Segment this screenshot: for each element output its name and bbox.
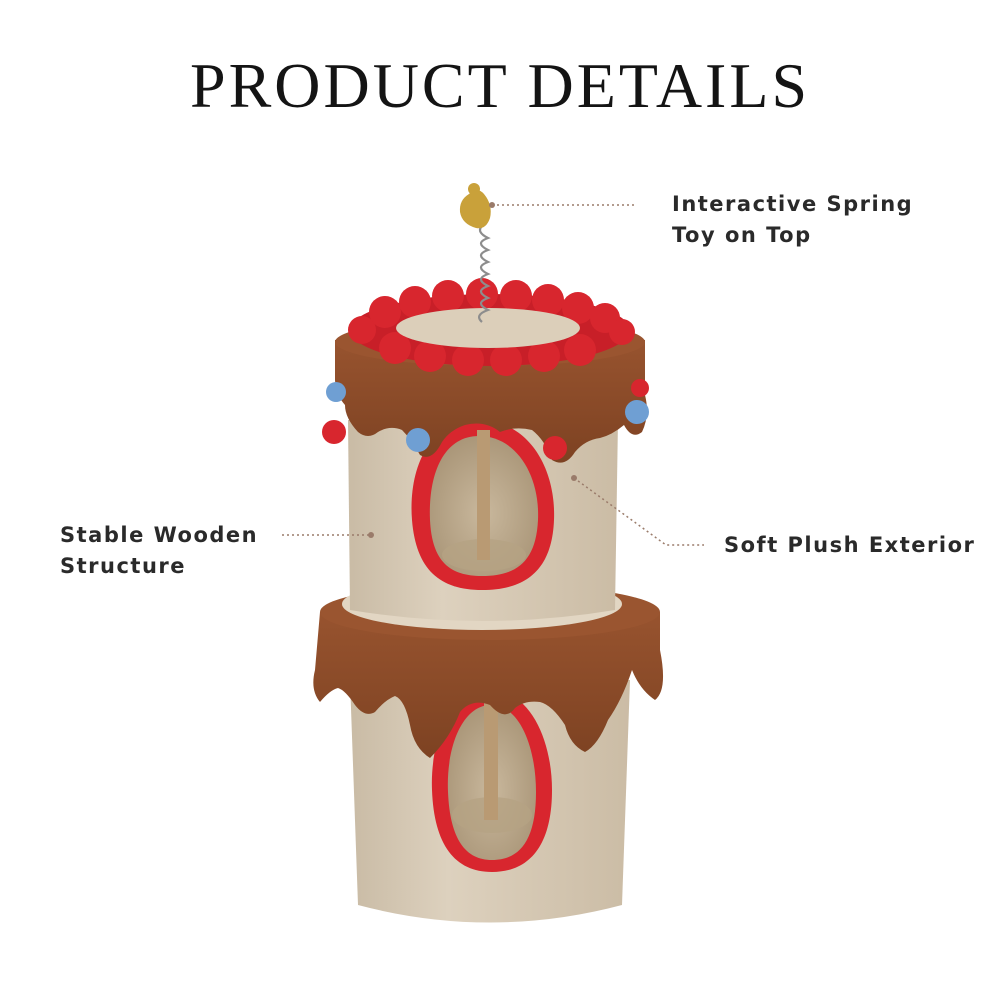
top-sisal-post — [477, 430, 490, 560]
top-red-cushion — [348, 278, 635, 376]
bottom-tier-brown-collar — [313, 598, 664, 758]
bottom-sisal-post — [484, 700, 498, 820]
bottom-tier — [313, 578, 664, 923]
spring-toy — [459, 183, 491, 323]
leader-dot-structure — [368, 532, 374, 538]
callout-soft-plush: Soft Plush Exterior — [724, 530, 975, 561]
spring-icon — [478, 225, 491, 323]
callout-wooden-structure: Stable Wooden Structure — [60, 520, 258, 582]
blue-pompom — [406, 428, 430, 452]
callout-spring-line2: Toy on Top — [672, 223, 812, 247]
red-pompom — [631, 379, 649, 397]
blue-pompom — [625, 400, 649, 424]
leader-lines — [282, 202, 704, 546]
callout-structure-line2: Structure — [60, 554, 187, 578]
callout-structure-line1: Stable Wooden — [60, 523, 259, 547]
top-beige-pad — [396, 308, 580, 348]
red-pompom — [322, 420, 346, 444]
blue-pompom — [326, 382, 346, 402]
plush-toy-ball — [459, 190, 491, 229]
page-title: PRODUCT DETAILS — [189, 50, 811, 121]
top-tier — [322, 278, 649, 621]
callout-spring-line1: Interactive Spring — [672, 192, 914, 216]
red-pompom — [543, 436, 567, 460]
callout-plush-line1: Soft Plush Exterior — [724, 533, 976, 557]
callout-spring-toy: Interactive Spring Toy on Top — [672, 189, 913, 251]
